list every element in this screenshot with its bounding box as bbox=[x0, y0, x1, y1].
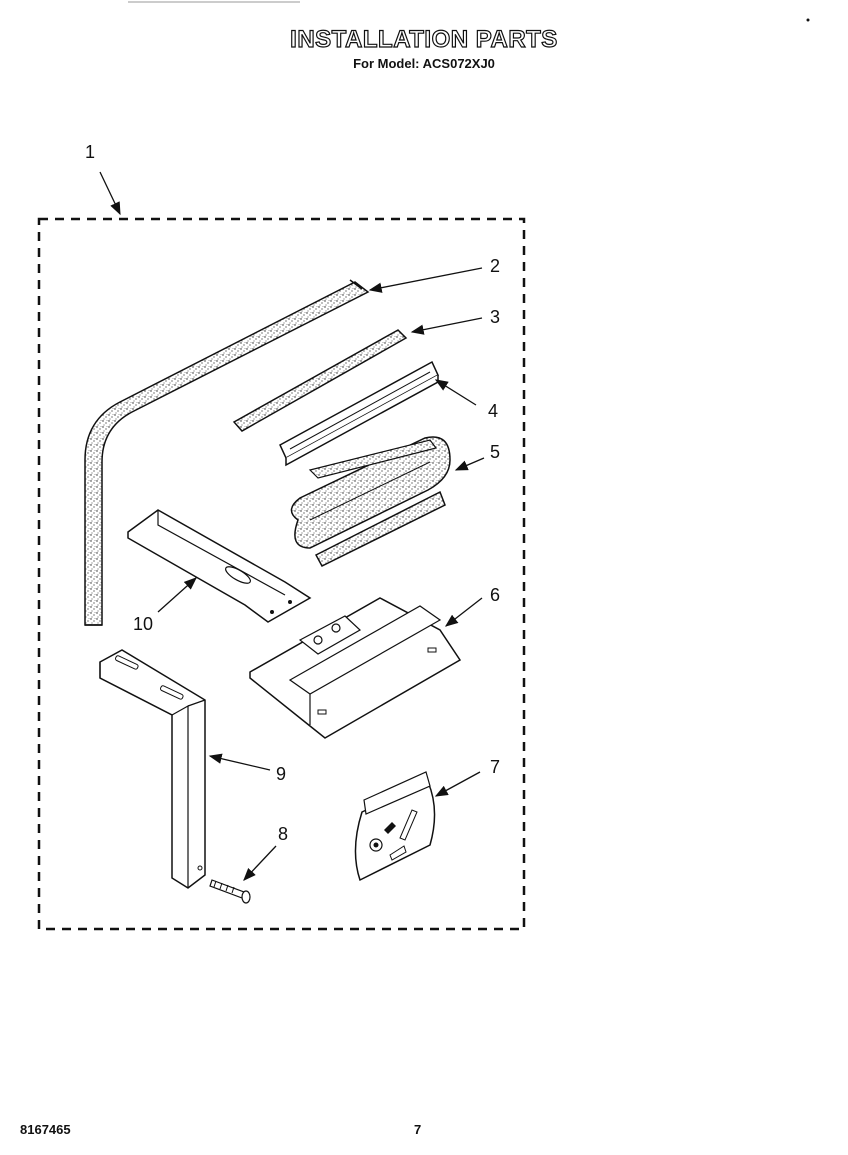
callout-4: 4 bbox=[488, 401, 498, 421]
callout-10: 10 bbox=[133, 614, 153, 634]
callout-1: 1 bbox=[85, 142, 95, 162]
corner-dot bbox=[806, 18, 810, 22]
callout-5: 5 bbox=[490, 442, 500, 462]
page-title: INSTALLATION PARTS bbox=[290, 25, 558, 53]
foam-seal-long bbox=[84, 279, 370, 626]
callout-2: 2 bbox=[490, 256, 500, 276]
support-bracket bbox=[249, 597, 462, 739]
foam-loop bbox=[290, 436, 451, 567]
callout-9: 9 bbox=[276, 764, 286, 784]
kit-boundary bbox=[37, 217, 526, 931]
channel-rail bbox=[279, 360, 439, 467]
hardware-bag bbox=[354, 771, 436, 882]
leader-lines bbox=[99, 171, 485, 881]
page-number: 7 bbox=[414, 1122, 422, 1137]
callout-8: 8 bbox=[278, 824, 288, 844]
callout-6: 6 bbox=[490, 585, 500, 605]
model-subtitle: For Model: ACS072XJ0 bbox=[353, 56, 495, 71]
l-brace bbox=[99, 649, 206, 889]
mounting-plate bbox=[127, 509, 312, 623]
foam-strip-thin bbox=[232, 329, 408, 432]
callout-7: 7 bbox=[490, 757, 500, 777]
screw bbox=[209, 879, 251, 904]
callout-3: 3 bbox=[490, 307, 500, 327]
document-number: 8167465 bbox=[20, 1122, 71, 1137]
